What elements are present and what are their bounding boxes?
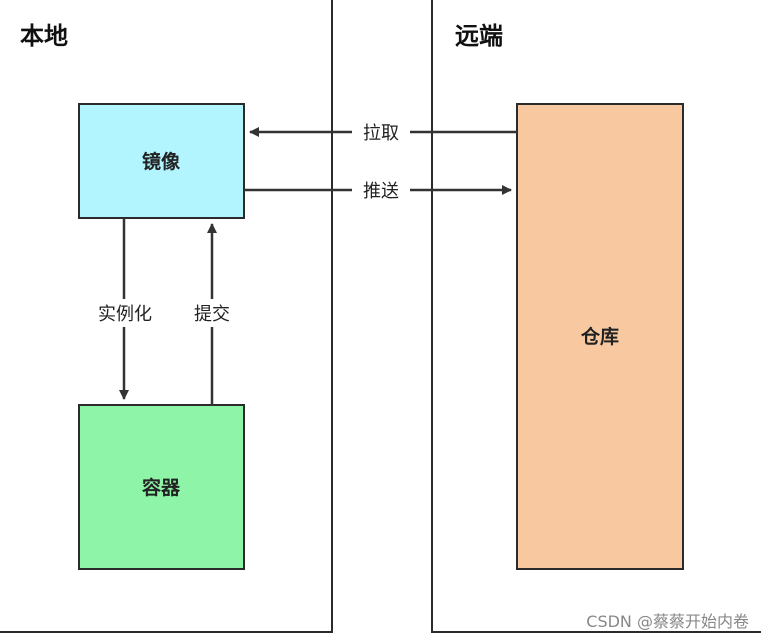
local-zone-border [0,0,333,633]
container-node [78,404,245,570]
pull-label: 拉取 [363,123,399,144]
image-node [78,103,245,219]
image-node-label: 镜像 [142,150,181,173]
commit-label: 提交 [194,304,230,325]
instantiate-label-bg [90,299,160,327]
repository-node-label: 仓库 [580,325,619,348]
instantiate-label: 实例化 [98,304,152,325]
repository-node [516,103,684,570]
container-node-label: 容器 [142,476,181,499]
watermark: CSDN @蔡蔡开始内卷 [586,612,749,631]
push-label-bg [352,176,410,204]
local-zone-title: 本地 [20,22,68,50]
remote-zone-border [431,0,761,633]
remote-zone-title: 远端 [455,22,503,50]
push-label: 推送 [363,181,399,202]
commit-label-bg [188,299,236,327]
pull-label-bg [352,118,410,146]
